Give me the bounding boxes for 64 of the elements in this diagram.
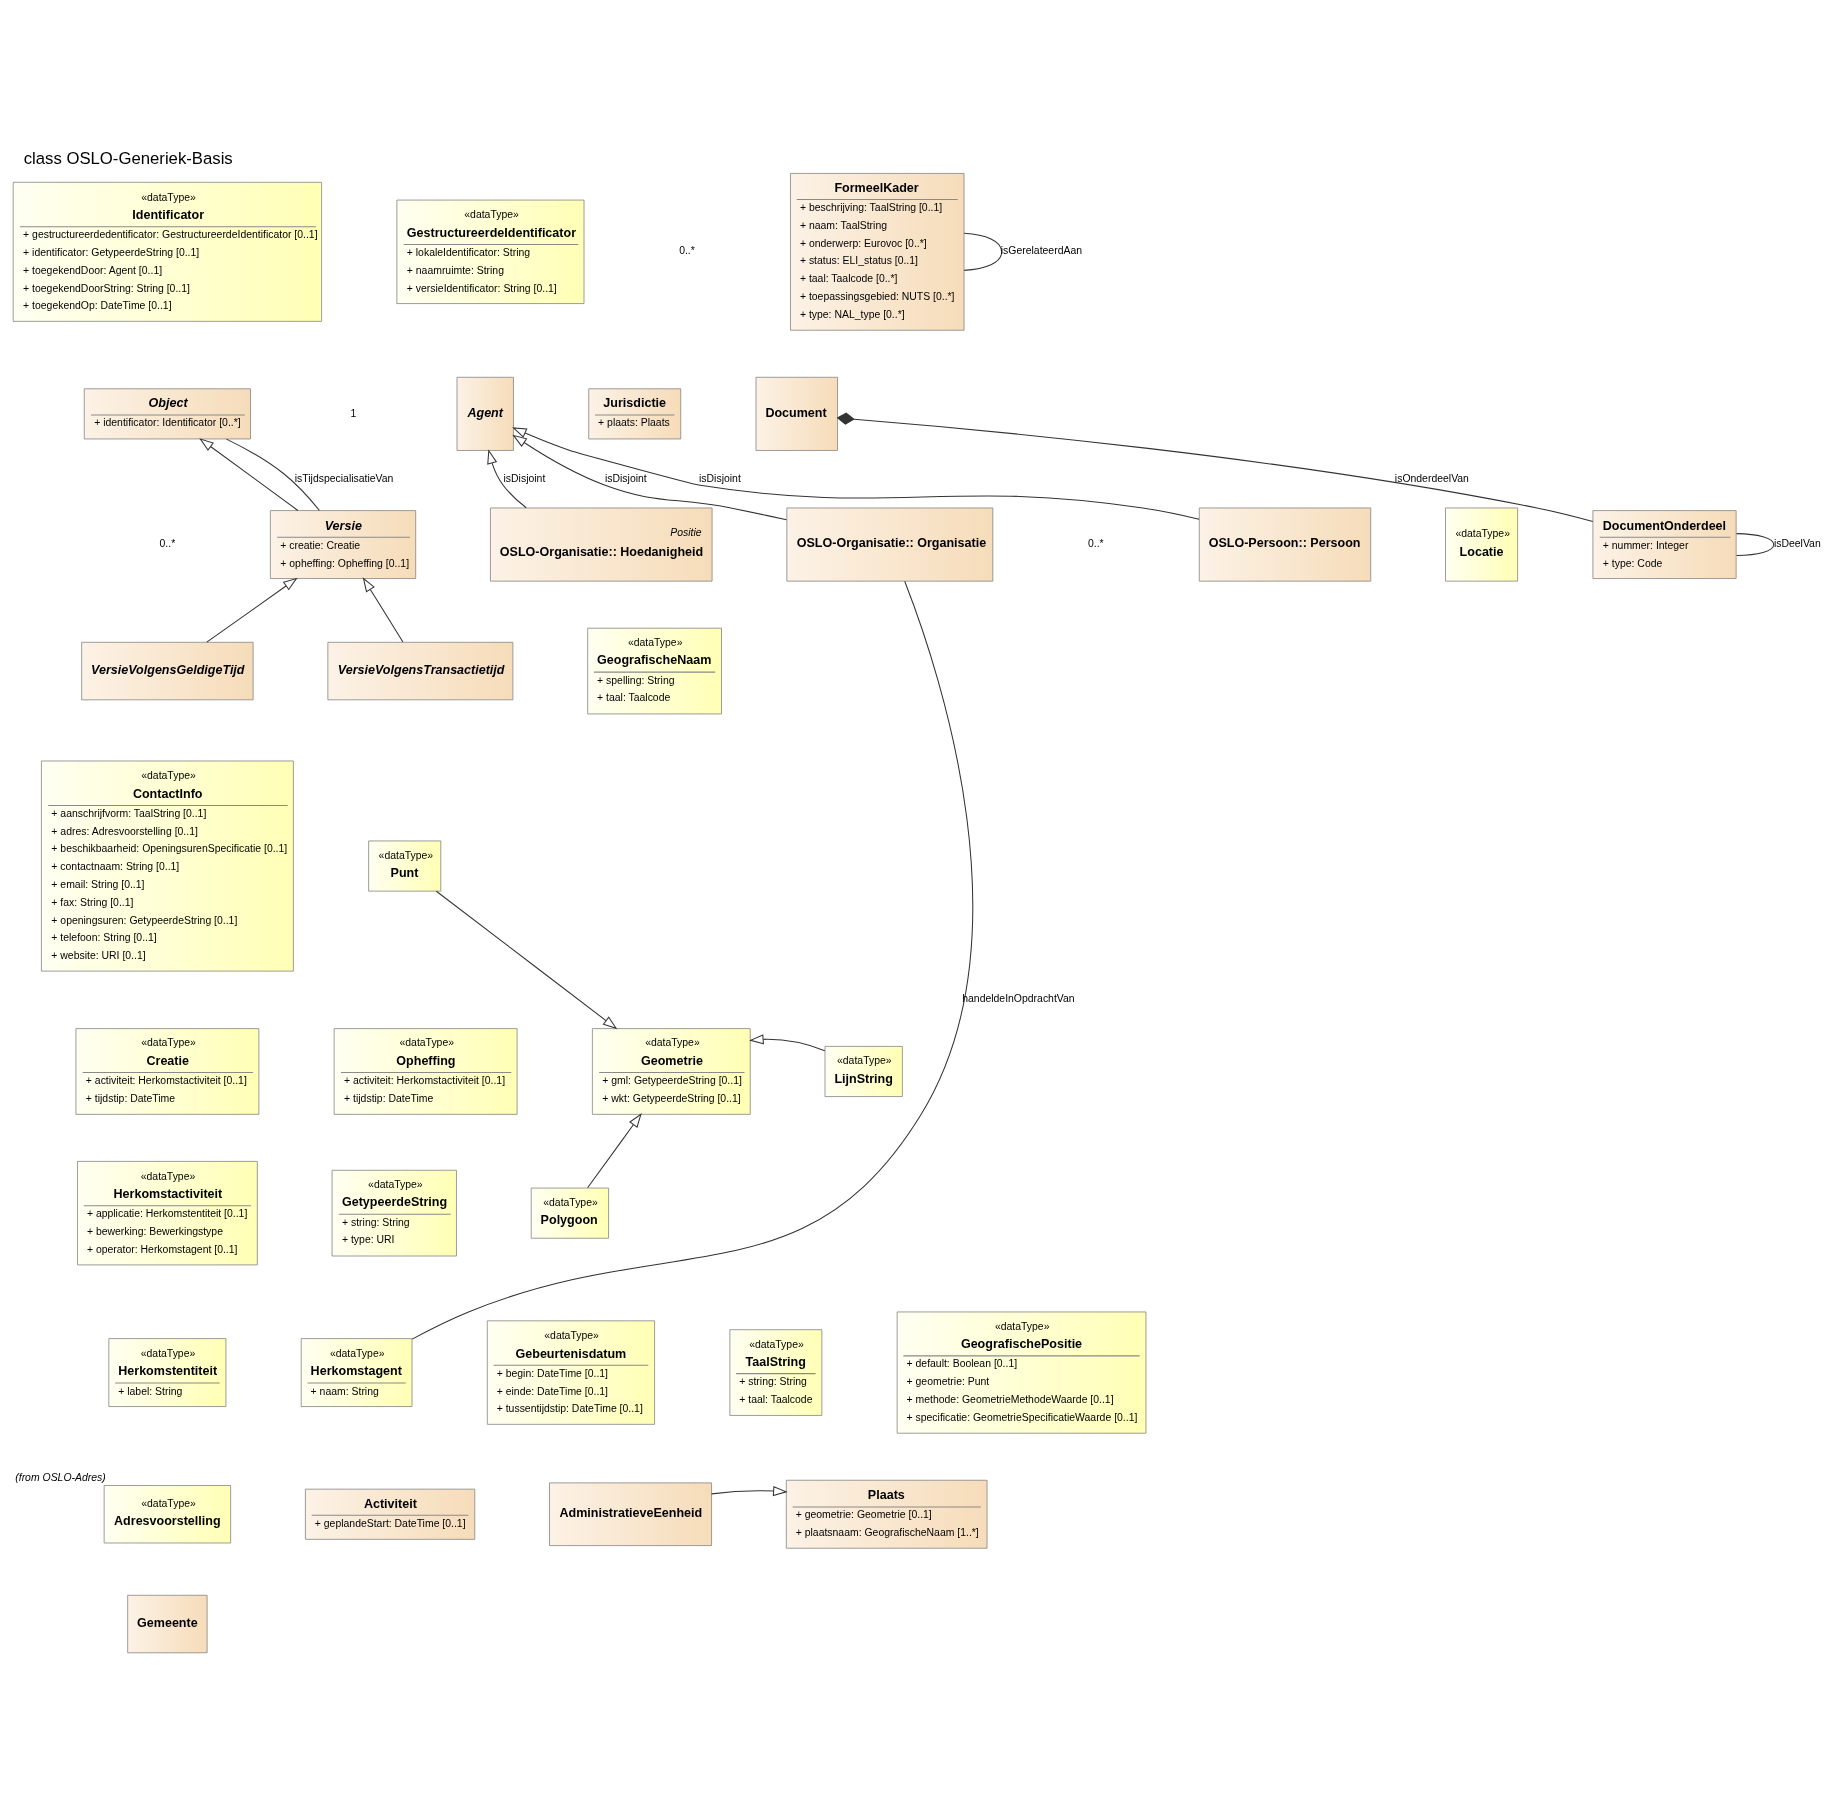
connector (225, 438, 320, 511)
arrow (435, 890, 617, 1029)
connector (836, 412, 1593, 522)
connector (1735, 532, 1774, 556)
node-box: «dataType» Herkomstentiteit + label: String (107, 1337, 226, 1407)
label: 1 (350, 406, 356, 418)
arrow (486, 448, 527, 508)
node-box: «dataType» Geometrie + gml: GetypeerdeString [0..1] + wkt: GetypeerdeString [0..1] (591, 1027, 751, 1115)
arrow (748, 1033, 825, 1051)
node-box: «dataType» Herkomstagent + naam: String (300, 1337, 412, 1407)
node-box: Document (755, 376, 838, 451)
arrow (511, 434, 787, 520)
arrow (205, 577, 298, 643)
node-box: «dataType» Opheffing + activiteit: Herkomstactiviteit [0..1] + tijdstip: DateTime (333, 1027, 517, 1115)
node-box: VersieVolgensTransactietijd (326, 641, 513, 700)
connector (411, 580, 973, 1340)
node-box: Agent (456, 376, 514, 451)
edge-label: isTijdspecialisatieVan (294, 472, 393, 484)
node-box: «dataType» Gebeurtenisdatum + begin: DateTime [0..1] + einde: DateTime [0..1] + tussentijdstip: DateTime [0..1] (486, 1319, 655, 1425)
node-box: Positie OSLO-Organisatie:: Hoedanigheid (489, 507, 712, 582)
node-box: Jurisdictie + plaats: Plaats (587, 387, 681, 439)
arrow (586, 1112, 642, 1188)
node-box: Versie + creatie: Creatie + opheffing: Opheffing [0..1] (269, 509, 416, 579)
node-box: AdministratieveEenheid (548, 1481, 712, 1546)
node-box: Plaats + geometrie: Geometrie [0..1] + plaatsnaam: GeografischeNaam [1..*] (785, 1479, 987, 1549)
node-box: «dataType» Herkomstactiviteit + applicatie: Herkomstentiteit [0..1] + bewerking: Bewerkingstype + operator: Herkomstagent [0..1] (76, 1160, 258, 1265)
node-box: «dataType» Identificator + gestructureerdedentificator: GestructureerdeIdentificator [0..1] + identificator: GetypeerdeString [0..1] + toegekendDoor: Agent [0..1] + toegekendDoorString: String [0..1] + toegekendOp: DateTime [0..1] (12, 181, 322, 322)
diagram-title: class OSLO-Generiek-Basis (23, 148, 233, 168)
edge-label: isOnderdeelVan (1394, 472, 1469, 484)
node-box: Object + identificator: Identificator [0..*] (83, 387, 251, 439)
edge-label: isDisjoint (604, 472, 647, 484)
node-box: OSLO-Persoon:: Persoon (1198, 507, 1371, 582)
edge-label: isDisjoint (503, 472, 545, 484)
node-box: «dataType» Adresvoorstelling (103, 1484, 231, 1543)
edge-label: isGerelateerdAan (1000, 244, 1082, 256)
connector (963, 232, 1002, 271)
label: 0..* (159, 537, 175, 549)
node-box: «dataType» ContactInfo + aanschrijfvorm: TaalString [0..1] + adres: Adresvoorstelling [0..1] + beschikbaarheid: OpeningsurenSpecificatie [0..1] + contactnaam: String [0..1] + email: String [0..1] + fax: String [0..1] + openingsuren: GetypeerdeString [0..1] + telefoon: String [0..1] + website: URI [0..1] (40, 760, 294, 972)
node-box: FormeelKader + beschrijving: TaalString [0..1] + naam: TaalString + onderwerp: Eurovoc [0..*] + status: ELI_status [0..1] + taal: Taalcode [0..*] + toepassingsgebied: NUTS [0..*] + type: NAL_type [0..*] (789, 172, 964, 331)
node-box: «dataType» Polygoon (530, 1187, 609, 1239)
node-box: «dataType» TaalString + string: String + taal: Taalcode (728, 1328, 822, 1416)
edge-label: handeldeInOpdrachtVan (961, 992, 1075, 1004)
label: 0..* (1087, 537, 1104, 549)
node-box: «dataType» Punt (367, 840, 441, 892)
arrow (710, 1485, 788, 1496)
node-box: «dataType» GestructureerdeIdentificator + lokaleIdentificator: String + naamruimte: String + versieIdentificator: String [0..1] (395, 199, 584, 304)
node-box: «dataType» GetypeerdeString + string: String + type: URI (331, 1169, 457, 1256)
node-box: DocumentOnderdeel + nummer: Integer + type: Code (1592, 509, 1737, 579)
node-box: VersieVolgensGeldigeTijd (80, 641, 254, 700)
arrow (198, 437, 298, 511)
label: 0..* (678, 244, 695, 256)
edge-label: isDisjoint (698, 472, 741, 484)
node-box: «dataType» LijnString (824, 1045, 903, 1097)
node-box: «dataType» Locatie (1444, 507, 1518, 582)
edge-label: isDeelVan (1773, 537, 1821, 549)
node-box: «dataType» Creatie + activiteit: Herkomstactiviteit [0..1] + tijdstip: DateTime (75, 1027, 259, 1115)
node-box: «dataType» GeografischePositie + default: Boolean [0..1] + geometrie: Punt + methode: GeometrieMethodeWaarde [0..1] + specificatie: GeometrieSpecificatieWaarde [0..1] (896, 1311, 1146, 1434)
node-box: OSLO-Organisatie:: Organisatie (785, 507, 993, 582)
node-box: Gemeente (126, 1594, 208, 1653)
arrow (511, 426, 1200, 520)
arrow (362, 576, 403, 642)
node-label: (from OSLO-Adres) (14, 1471, 106, 1483)
node-box: «dataType» GeografischeNaam + spelling: String + taal: Taalcode (586, 627, 722, 714)
node-box: Activiteit + geplandeStart: DateTime [0..1] (304, 1488, 475, 1540)
